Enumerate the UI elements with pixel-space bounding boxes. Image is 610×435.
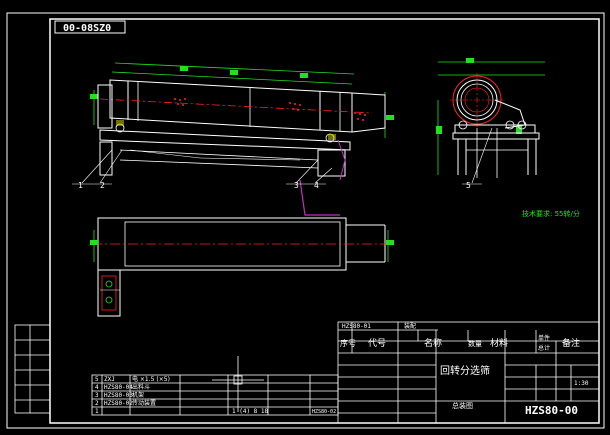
bom-row-name: 电 ×1.5 (×5) — [132, 375, 170, 383]
drawing-code-stamp: 00-08SZ0 — [63, 23, 111, 34]
title-top-code: HZS80-01 — [342, 323, 371, 330]
bom-row-no: 2 — [95, 400, 99, 407]
col-header-unit-weight: 单件 — [538, 334, 550, 342]
col-header-no: 序号 — [340, 338, 356, 348]
parts-list-rows: 5 ZXJ 电 ×1.5 (×5) 4 HZS80-04 出料斗 3 HZS80… — [95, 375, 336, 415]
bom-row-no: 3 — [95, 392, 99, 399]
bom-row-no: 4 — [95, 384, 99, 391]
col-header-code: 代号 — [368, 338, 386, 349]
callout-balloons: 1 2 3 4 5 — [72, 127, 493, 190]
side-view-drum — [436, 58, 545, 178]
bom-extra-qty: 1 (4) 8 18 — [232, 408, 269, 415]
title-top-label: 装配 — [404, 322, 416, 330]
drawing-code-box — [54, 20, 126, 34]
left-margin-table — [14, 324, 51, 414]
col-header-qty: 数量 — [468, 339, 482, 348]
bom-row-name: 出料斗 — [132, 383, 150, 391]
bom-row-name: 机架 — [132, 391, 144, 399]
balloon-1: 1 — [78, 181, 83, 190]
col-header-total-weight: 总计 — [538, 344, 550, 352]
bom-row-code: HZS80-03 — [104, 392, 133, 399]
outer-frame — [6, 12, 605, 429]
col-header-material: 材料 — [490, 337, 508, 349]
balloon-3: 3 — [294, 181, 299, 190]
bom-row-no: 1 — [95, 408, 99, 415]
drawing-scale: 1:30 — [574, 380, 589, 387]
balloon-4: 4 — [314, 181, 319, 190]
bom-extra-code: HZS80-02 — [312, 409, 336, 415]
inner-frame — [49, 18, 600, 424]
front-view-drum — [90, 62, 394, 216]
plan-view — [90, 217, 394, 317]
bom-row-name: 传动装置 — [132, 399, 156, 407]
col-header-name: 名称 — [424, 337, 442, 349]
bom-row-code: HZS80-04 — [104, 384, 133, 391]
parts-list-table — [91, 374, 339, 416]
balloon-2: 2 — [100, 181, 105, 190]
tech-requirements-note: 技术要求: 55转/分 — [522, 209, 580, 218]
cad-crosshair-cursor — [212, 356, 264, 412]
title-block-grid — [337, 321, 600, 424]
product-name: 回转分选筛 — [440, 364, 490, 377]
col-header-remark: 备注 — [562, 337, 580, 349]
bom-row-no: 5 — [95, 376, 99, 383]
drawing-type: 总装图 — [452, 401, 473, 410]
drawing-number: HZS80-00 — [525, 404, 578, 417]
bom-row-code: HZS80-02 — [104, 400, 133, 407]
balloon-5: 5 — [466, 181, 471, 190]
bom-row-code: ZXJ — [104, 376, 115, 383]
title-block-text: HZS80-01 装配 序号 代号 名称 数量 材料 单件 总计 备注 回转分选… — [340, 322, 589, 417]
